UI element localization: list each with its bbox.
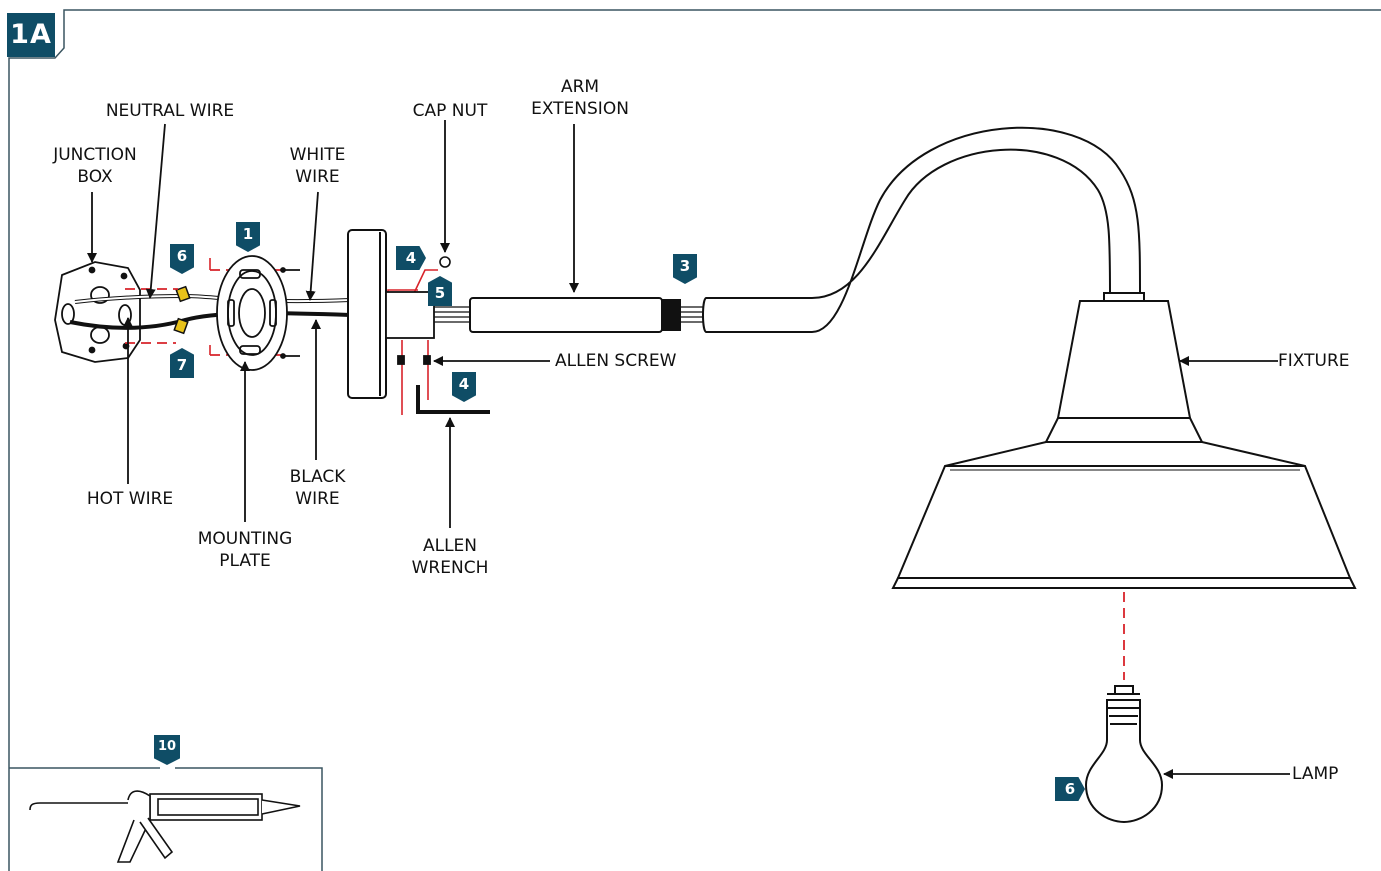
step-badge-screw: 5 xyxy=(428,276,452,306)
gooseneck-arm xyxy=(702,126,1142,333)
caulk-inset xyxy=(9,767,323,871)
step-badge-mounting: 1 xyxy=(236,222,260,252)
arm-extension-tube xyxy=(469,297,681,333)
lamp-bulb xyxy=(1084,685,1164,824)
junction-box xyxy=(54,261,141,363)
label-junction-box: JUNCTION BOX xyxy=(53,145,137,187)
step-badge-hot: 7 xyxy=(170,348,194,378)
step-badge-cap-nut: 4 xyxy=(396,246,426,270)
arm-wires xyxy=(434,306,706,323)
step-badge-lamp: 6 xyxy=(1055,777,1085,801)
wire-nut-hot xyxy=(173,317,189,335)
mounting-screws xyxy=(280,267,300,359)
backplate xyxy=(347,229,387,399)
label-allen-screw: ALLEN SCREW xyxy=(555,351,677,371)
label-black-wire: BLACK WIRE xyxy=(289,467,346,509)
label-allen-wrench: ALLEN WRENCH xyxy=(411,536,489,578)
step-badge-wrench: 4 xyxy=(452,372,476,402)
label-arm-extension: ARM EXTENSION xyxy=(531,77,629,119)
label-neutral-wire: NEUTRAL WIRE xyxy=(105,101,235,121)
figure-id-badge: 1A xyxy=(7,13,55,57)
arm-stub xyxy=(385,291,435,365)
step-badge-arm: 3 xyxy=(673,254,697,284)
label-white-wire: WHITE WIRE xyxy=(289,145,346,187)
label-fixture: FIXTURE xyxy=(1278,351,1350,371)
label-lamp: LAMP xyxy=(1292,764,1339,784)
step-badge-caulk: 10 xyxy=(154,735,180,765)
label-cap-nut: CAP NUT xyxy=(412,101,488,121)
step-badge-neutral: 6 xyxy=(170,244,194,274)
caulk-gun xyxy=(29,790,301,863)
wire-nut-neutral xyxy=(175,285,191,303)
leader-arrows-up xyxy=(123,317,321,522)
label-mounting-plate: MOUNTING PLATE xyxy=(197,529,293,571)
mounting-plate xyxy=(216,255,288,371)
cap-nut xyxy=(439,256,451,268)
leader-arrows xyxy=(87,120,1290,779)
allen-wrench xyxy=(416,385,490,414)
label-hot-wire: HOT WIRE xyxy=(86,489,174,509)
fixture-shade xyxy=(891,292,1357,589)
figure-frame xyxy=(8,9,1381,871)
